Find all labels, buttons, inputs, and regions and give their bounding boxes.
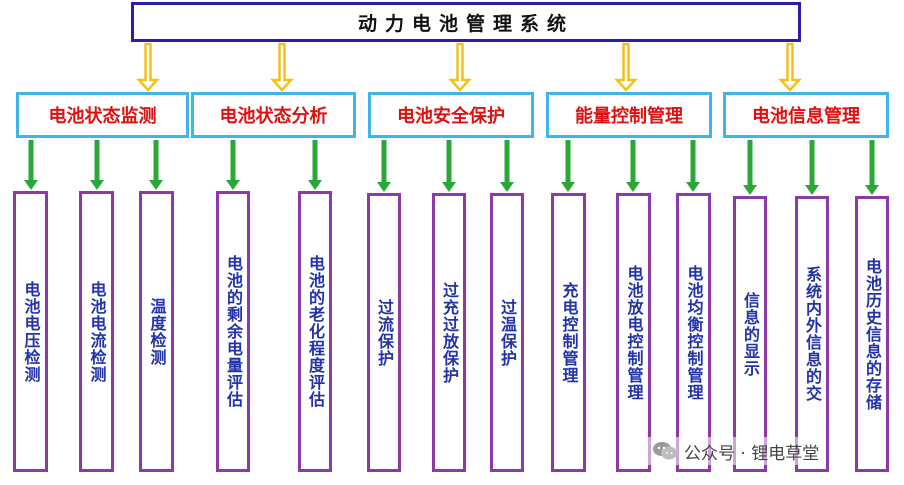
category-label: 能量控制管理 (575, 106, 683, 127)
leaf-box: 温度检测 (139, 191, 174, 472)
category-label: 电池状态监测 (48, 106, 157, 127)
leaf-box: 过温保护 (490, 193, 524, 472)
green-arrow-head (865, 185, 879, 195)
green-down-arrow-icon (230, 140, 236, 182)
leaf-label: 信息的显示 (741, 291, 760, 377)
green-down-arrow-icon (630, 140, 636, 184)
category-box-monitoring: 电池状态监测 (16, 92, 189, 138)
green-arrow-head (226, 180, 240, 190)
green-arrow-head (149, 180, 163, 190)
green-arrow-head (626, 182, 640, 192)
leaf-label: 过流保护 (375, 298, 394, 367)
leaf-box: 电池放电控制管理 (616, 193, 651, 472)
green-arrow-head (24, 180, 38, 190)
leaf-label: 电池放电控制管理 (624, 264, 644, 401)
category-label: 电池信息管理 (752, 106, 860, 127)
leaf-label: 电池电流检测 (87, 280, 107, 383)
wechat-icon (652, 441, 678, 461)
green-arrow-head (743, 185, 757, 195)
green-down-arrow-icon (565, 140, 571, 184)
green-arrow-head (90, 180, 104, 190)
green-arrow-head (308, 180, 322, 190)
leaf-box: 电池的剩余电量评估 (216, 191, 250, 472)
leaf-box: 过流保护 (367, 193, 401, 472)
leaf-label: 过充过放保护 (440, 281, 459, 384)
green-arrow-head (500, 182, 514, 192)
leaf-box: 充电控制管理 (551, 193, 586, 472)
green-down-arrow-icon (747, 140, 753, 187)
leaf-label: 电池均衡控制管理 (684, 264, 704, 401)
green-down-arrow-icon (153, 140, 159, 182)
green-down-arrow-icon (28, 140, 34, 182)
category-label: 电池状态分析 (219, 106, 328, 127)
green-arrow-head (686, 182, 700, 192)
watermark: 公众号 · 锂电草堂 (648, 437, 824, 465)
root-title-box: 动力电池管理系统 (131, 2, 801, 42)
category-box-info-management: 电池信息管理 (723, 92, 889, 138)
yellow-down-arrow-icon (778, 42, 802, 92)
green-down-arrow-icon (504, 140, 510, 184)
leaf-box: 系统内外信息的交 (795, 196, 829, 472)
leaf-label: 电池电压检测 (21, 280, 41, 383)
green-down-arrow-icon (94, 140, 100, 182)
green-down-arrow-icon (869, 140, 875, 187)
yellow-down-arrow-icon (270, 42, 294, 92)
leaf-box: 电池电流检测 (79, 191, 114, 472)
green-down-arrow-icon (809, 140, 815, 187)
green-arrow-head (442, 182, 456, 192)
watermark-text: 公众号 · 锂电草堂 (684, 443, 820, 464)
yellow-down-arrow-icon (448, 42, 472, 92)
leaf-box: 电池均衡控制管理 (676, 193, 711, 472)
green-arrow-head (561, 182, 575, 192)
leaf-label: 电池的老化程度评估 (306, 255, 325, 408)
yellow-down-arrow-icon (136, 42, 160, 92)
category-box-energy-control: 能量控制管理 (546, 92, 712, 138)
leaf-box: 电池电压检测 (13, 191, 48, 472)
leaf-label: 充电控制管理 (559, 281, 579, 384)
category-box-protection: 电池安全保护 (368, 92, 534, 138)
green-arrow-head (805, 185, 819, 195)
leaf-label: 温度检测 (147, 297, 167, 366)
yellow-down-arrow-icon (614, 42, 638, 92)
leaf-label: 过温保护 (498, 298, 517, 367)
green-arrow-head (377, 182, 391, 192)
green-down-arrow-icon (381, 140, 387, 184)
green-down-arrow-icon (312, 140, 318, 182)
category-box-analysis: 电池状态分析 (191, 92, 356, 138)
leaf-box: 电池的老化程度评估 (298, 191, 332, 472)
root-title: 动力电池管理系统 (357, 12, 574, 35)
leaf-box: 过充过放保护 (432, 193, 466, 472)
green-down-arrow-icon (690, 140, 696, 184)
category-label: 电池安全保护 (397, 106, 505, 127)
leaf-label: 系统内外信息的交 (803, 266, 822, 402)
leaf-box: 信息的显示 (733, 196, 767, 472)
leaf-label: 电池的剩余电量评估 (224, 255, 243, 408)
green-down-arrow-icon (446, 140, 452, 184)
leaf-label: 电池历史信息的存储 (863, 257, 882, 411)
leaf-box: 电池历史信息的存储 (855, 196, 889, 472)
